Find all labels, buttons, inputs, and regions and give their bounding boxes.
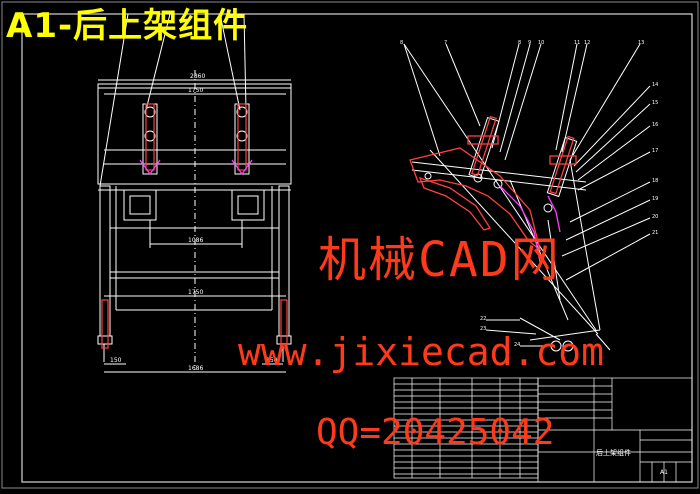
- front-view: [97, 13, 292, 373]
- left-rod-red: [145, 103, 155, 171]
- svg-text:13: 13: [638, 40, 644, 46]
- svg-text:20: 20: [652, 214, 658, 220]
- dim-inner-width: 1750: [188, 87, 203, 94]
- svg-text:23: 23: [480, 326, 486, 332]
- svg-text:14: 14: [652, 82, 658, 88]
- svg-text:19: 19: [652, 196, 658, 202]
- bom-table: [393, 377, 539, 479]
- svg-text:8: 8: [400, 40, 403, 46]
- left-bracket-box: [123, 189, 157, 221]
- svg-text:11: 11: [574, 40, 580, 46]
- svg-text:16: 16: [652, 122, 658, 128]
- arc-plate-inner-red: [418, 176, 491, 231]
- svg-text:18: 18: [652, 178, 658, 184]
- callout-numbers: 8 7 8 9 10 11 12 13 14 15 16 17 18 19 20…: [400, 40, 658, 348]
- side-clamp-2-red: [549, 155, 577, 165]
- svg-text:21: 21: [652, 230, 658, 236]
- dim-mid-width: 1086: [188, 237, 203, 244]
- svg-text:15: 15: [652, 100, 658, 106]
- svg-text:9: 9: [528, 40, 531, 46]
- svg-text:7: 7: [444, 40, 447, 46]
- dim-left-offset: 150: [110, 357, 122, 364]
- svg-text:24: 24: [514, 342, 520, 348]
- svg-text:22: 22: [480, 316, 486, 322]
- svg-text:8: 8: [518, 40, 521, 46]
- side-rod-1-red: [471, 115, 497, 177]
- side-view: [403, 43, 651, 352]
- front-view-colored-parts: [101, 103, 288, 349]
- dim-bottom-width: 1686: [188, 365, 203, 372]
- right-clamp-magenta: [231, 159, 253, 176]
- svg-text:10: 10: [538, 40, 544, 46]
- svg-text:17: 17: [652, 148, 658, 154]
- watermark-site-cn: 机械CAD网: [318, 232, 561, 288]
- side-clamp-1-red: [467, 135, 499, 145]
- svg-text:12: 12: [584, 40, 590, 46]
- watermark-url: www.jixiecad.com: [238, 330, 605, 374]
- inner-border: [21, 13, 693, 483]
- dim-lower-width: 1750: [188, 289, 203, 296]
- left-foot-red: [101, 299, 109, 349]
- side-view-colored-parts: [409, 115, 577, 263]
- drawing-title: A1-后上架组件: [6, 6, 249, 46]
- title-block-sheet: A1: [660, 469, 668, 476]
- title-block-drawing-name: 后上架组件: [596, 448, 631, 457]
- right-rod-red: [237, 103, 247, 171]
- dim-top-width: 2860: [190, 73, 205, 80]
- arc-link-magenta: [499, 185, 541, 263]
- watermark-qq: QQ=20425042: [316, 412, 555, 453]
- left-clamp-magenta: [139, 159, 161, 176]
- arc-plate-red: [409, 147, 542, 252]
- right-bracket-box: [231, 189, 265, 221]
- dim-right-offset: 150: [266, 357, 278, 364]
- right-foot-red: [280, 299, 288, 349]
- title-block: [537, 377, 693, 483]
